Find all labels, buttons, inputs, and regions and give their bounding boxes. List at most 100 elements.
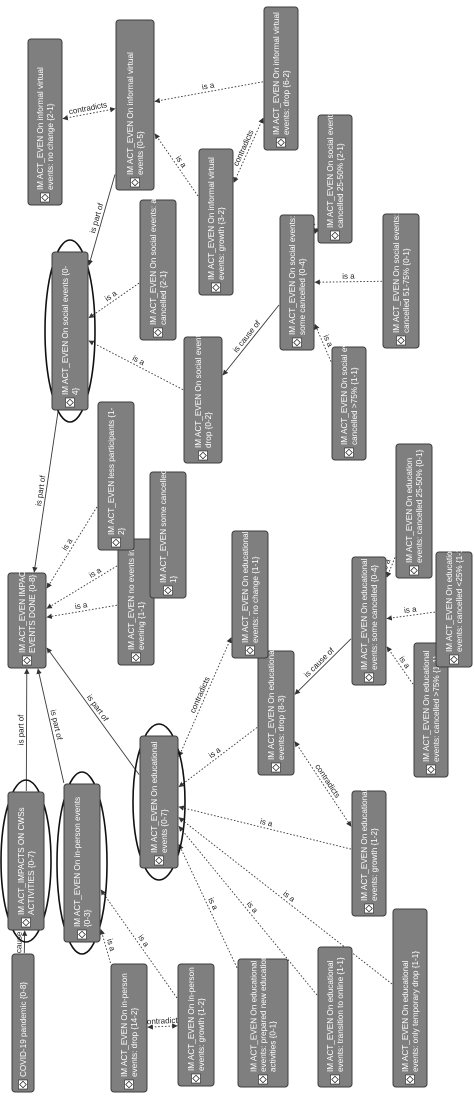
node-label-line: IM ACT_EVEN On social events: bbox=[392, 214, 401, 333]
node-label-line: 1} bbox=[169, 575, 178, 583]
node-soc_2550[interactable]: IM ACT_EVEN On social events:cancelled 2… bbox=[317, 109, 353, 244]
edge-virt_drop-virt_growth bbox=[233, 117, 264, 183]
code-diamond-icon bbox=[330, 230, 340, 241]
edge-label: is a bbox=[105, 938, 117, 953]
node-box bbox=[279, 214, 315, 351]
edge-lessparts-impacts bbox=[46, 506, 98, 589]
edge-soc_some-soc_drop bbox=[222, 304, 280, 376]
edge-label: contradicts bbox=[68, 100, 108, 116]
edge-label: is a bbox=[281, 889, 297, 904]
node-label-line: events: no change {2-1} bbox=[46, 103, 55, 190]
node-box bbox=[139, 199, 177, 341]
node-covid[interactable]: COVID-19 pandemic {0-8} bbox=[11, 953, 35, 1093]
edge-label: contradicts bbox=[188, 675, 212, 714]
code-diamond-icon bbox=[154, 855, 164, 866]
edge-virt_drop-virtual bbox=[154, 81, 264, 104]
node-label-line: IM ACT_IMPACTS ON CWSs bbox=[17, 807, 26, 915]
code-diamond-icon bbox=[18, 1079, 28, 1090]
code-diamond-icon bbox=[364, 903, 374, 914]
edge-label: is a bbox=[207, 745, 223, 760]
node-label-line: COVID-19 pandemic {0-8} bbox=[19, 982, 28, 1077]
edge-label: is a bbox=[131, 353, 147, 367]
edge-label: is cause of bbox=[14, 922, 24, 961]
node-box bbox=[382, 213, 420, 349]
edge-edu_25-edu_some bbox=[386, 611, 436, 621]
edge-label: contradicts bbox=[143, 1016, 182, 1027]
code-diamond-icon bbox=[198, 450, 208, 461]
code-diamond-icon bbox=[426, 764, 436, 775]
edge-label: is part of bbox=[16, 714, 25, 745]
edge-label: is cause of bbox=[302, 645, 336, 679]
code-diamond-icon bbox=[40, 192, 50, 203]
highlight-ellipse-cws bbox=[0, 779, 52, 943]
node-label-line: cancelled >75% {1-1} bbox=[350, 367, 359, 445]
node-somecanc11[interactable]: IM ACT_EVEN some cancelled {11-1} bbox=[149, 453, 187, 599]
node-box bbox=[237, 958, 289, 1088]
node-label-line: events: some cancelled {0-4} bbox=[370, 565, 379, 670]
node-label-line: events: only temporary drop {1-1} bbox=[411, 951, 420, 1072]
node-box bbox=[198, 148, 234, 296]
code-diamond-icon bbox=[405, 1074, 415, 1085]
node-box bbox=[7, 572, 47, 669]
code-diamond-icon bbox=[396, 335, 406, 346]
edge-edu_2550-edu_some bbox=[386, 557, 396, 578]
node-soc_some[interactable]: IM ACT_EVEN On social events:some cancel… bbox=[279, 214, 315, 351]
edge-label: is a bbox=[60, 536, 74, 552]
node-inperson[interactable]: IM ACT_EVEN On in-person events{0-3} bbox=[63, 783, 101, 943]
edge-label: is cause of bbox=[231, 318, 262, 354]
edge-label: is part of bbox=[34, 474, 47, 506]
node-soc_drop[interactable]: IM ACT_EVEN On social events:drop {0-2} bbox=[183, 329, 223, 464]
node-box bbox=[351, 556, 387, 686]
code-diamond-icon bbox=[22, 655, 32, 666]
node-box bbox=[351, 790, 387, 917]
edge-cws-impacts bbox=[24, 668, 30, 792]
edge-label: is a bbox=[201, 81, 215, 92]
node-label-line: IM ACT_EVEN On in-person events bbox=[73, 797, 82, 927]
node-soc_5175[interactable]: IM ACT_EVEN On social events:cancelled 5… bbox=[382, 213, 420, 349]
node-lessparts[interactable]: IM ACT_EVEN less participants {1-2} bbox=[97, 401, 135, 551]
node-label-line: events: transition to online {1-1} bbox=[336, 957, 345, 1072]
code-diamond-icon bbox=[330, 1074, 340, 1085]
code-diamond-icon bbox=[364, 672, 374, 683]
node-label-line: events: drop {8-3} bbox=[277, 695, 286, 760]
edge-label: is a bbox=[206, 896, 220, 912]
node-box bbox=[149, 471, 187, 599]
node-label-line: cancelled {2-1} bbox=[159, 271, 168, 325]
node-social[interactable]: IM ACT_EVEN On social events {0-4} bbox=[51, 251, 89, 411]
edge-virt_growth-virtual bbox=[154, 133, 199, 197]
node-label-line: events: growth {1-2} bbox=[197, 998, 206, 1071]
node-label-line: activities {0-1} bbox=[269, 1021, 278, 1072]
node-box bbox=[395, 443, 433, 579]
edge-edu_75-edu_some bbox=[386, 646, 414, 685]
code-diamond-icon bbox=[344, 447, 354, 458]
edge-label: is a bbox=[88, 565, 104, 579]
node-soc_75[interactable]: IM ACT_EVEN On social events:cancelled >… bbox=[331, 326, 367, 461]
edge-label: contradicts bbox=[313, 762, 342, 799]
edge-label: is a bbox=[397, 655, 412, 671]
node-label-line: events {0-7} bbox=[160, 809, 169, 853]
edge-inp_drop-inperson bbox=[99, 929, 111, 964]
code-diamond-icon bbox=[409, 565, 419, 576]
